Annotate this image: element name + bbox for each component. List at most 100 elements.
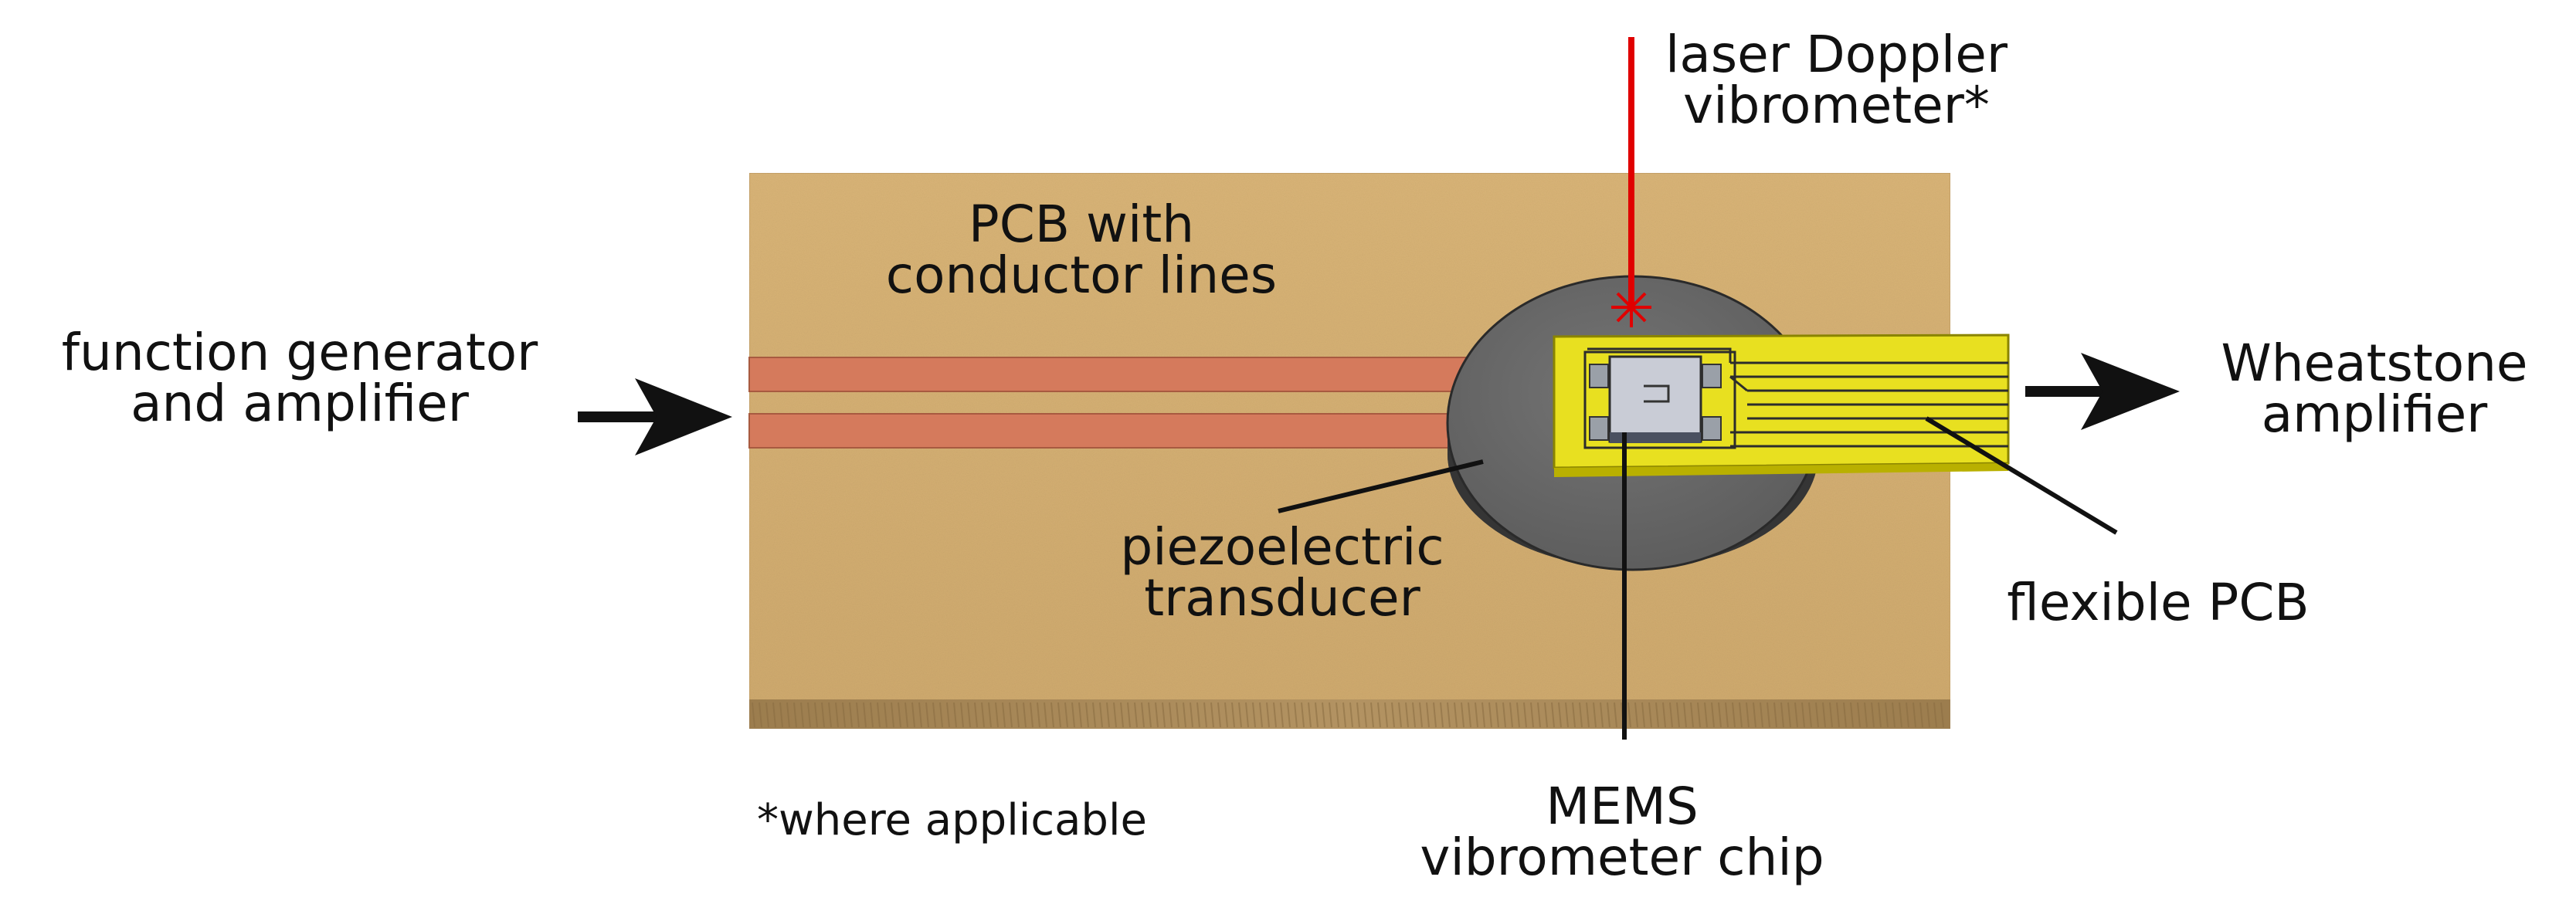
edge-striation bbox=[1030, 702, 1033, 728]
laser-label-line-1: laser Doppler bbox=[1665, 25, 2008, 84]
leader-flex-pcb bbox=[1925, 416, 2118, 535]
edge-striation bbox=[1377, 702, 1381, 728]
edge-striation bbox=[1843, 702, 1847, 728]
edge-striation bbox=[1461, 702, 1464, 728]
wheatstone-label-line-2: amplifier bbox=[2261, 384, 2488, 444]
edge-striation bbox=[1593, 702, 1597, 728]
edge-striation bbox=[981, 702, 985, 728]
edge-striation bbox=[1655, 702, 1659, 728]
edge-striation bbox=[1572, 702, 1576, 728]
edge-striation bbox=[1037, 702, 1040, 728]
edge-striation bbox=[1336, 702, 1339, 728]
edge-striation bbox=[1725, 702, 1729, 728]
edge-striation bbox=[1315, 702, 1319, 728]
pcb-label-line-2: conductor lines bbox=[885, 245, 1278, 305]
mems-chip-structure bbox=[1644, 384, 1670, 403]
edge-striation bbox=[1071, 702, 1075, 728]
edge-striation bbox=[1155, 702, 1159, 728]
edge-striation bbox=[911, 702, 915, 728]
edge-striation bbox=[1614, 702, 1617, 728]
edge-striation bbox=[946, 702, 950, 728]
edge-striation bbox=[779, 702, 783, 728]
mems-pad-top-right bbox=[1702, 364, 1722, 388]
edge-striation bbox=[1127, 702, 1131, 728]
flex-pcb-traces bbox=[1587, 347, 2008, 448]
edge-striation bbox=[856, 702, 860, 728]
edge-striation bbox=[1356, 702, 1360, 728]
leader-piezo bbox=[1278, 459, 1484, 513]
edge-striation bbox=[1537, 702, 1541, 728]
edge-striation bbox=[1113, 702, 1117, 728]
edge-striation bbox=[1919, 702, 1923, 728]
edge-striation bbox=[1475, 702, 1478, 728]
edge-striation bbox=[1252, 702, 1256, 728]
mems-vibrometer-chip bbox=[1589, 355, 1722, 443]
edge-striation bbox=[1210, 702, 1214, 728]
edge-striation bbox=[1600, 702, 1604, 728]
edge-striation bbox=[1287, 702, 1291, 728]
pcb-label: PCB with conductor lines bbox=[842, 199, 1321, 301]
edge-striation bbox=[1224, 702, 1228, 728]
edge-striation bbox=[1627, 702, 1631, 728]
edge-striation bbox=[1203, 702, 1207, 728]
edge-striation bbox=[1301, 702, 1305, 728]
mems-pad-bottom-left bbox=[1589, 416, 1609, 441]
edge-striation bbox=[1085, 702, 1089, 728]
edge-striation bbox=[1551, 702, 1555, 728]
footnote-label: *where applicable bbox=[757, 799, 1147, 842]
edge-striation bbox=[752, 702, 755, 728]
edge-striation bbox=[1238, 702, 1242, 728]
mems-pad-top-left bbox=[1589, 364, 1609, 388]
edge-striation bbox=[1440, 702, 1444, 728]
edge-striation bbox=[1023, 702, 1027, 728]
edge-striation bbox=[1141, 702, 1145, 728]
wheatstone-label-line-1: Wheatstone bbox=[2221, 334, 2528, 393]
piezoelectric-transducer-label: piezoelectric transducer bbox=[1074, 522, 1491, 624]
edge-striation bbox=[1468, 702, 1471, 728]
flexible-pcb-label: flexible PCB bbox=[1965, 577, 2351, 628]
piezo-label-line-1: piezoelectric bbox=[1120, 517, 1444, 577]
flex-pcb-pad-frame bbox=[1583, 350, 1736, 449]
edge-striation bbox=[1183, 702, 1186, 728]
edge-striation bbox=[967, 702, 971, 728]
edge-striation bbox=[1669, 702, 1673, 728]
edge-striation bbox=[1190, 702, 1193, 728]
edge-striation bbox=[1850, 702, 1854, 728]
edge-striation bbox=[1009, 702, 1013, 728]
edge-striation bbox=[1836, 702, 1840, 728]
edge-striation bbox=[1794, 702, 1798, 728]
edge-striation bbox=[1829, 702, 1833, 728]
edge-striation bbox=[1064, 702, 1068, 728]
edge-striation bbox=[918, 702, 922, 728]
mems-chip-base bbox=[1610, 432, 1701, 443]
edge-striation bbox=[1412, 702, 1416, 728]
piezo-label-line-2: transducer bbox=[1144, 568, 1420, 628]
edge-striation bbox=[1718, 702, 1722, 728]
function-generator-label-line-1: function generator bbox=[61, 323, 538, 382]
edge-striation bbox=[1266, 702, 1270, 728]
mems-label-line-1: MEMS bbox=[1546, 777, 1699, 836]
edge-striation bbox=[1634, 702, 1638, 728]
edge-striation bbox=[1558, 702, 1562, 728]
edge-striation bbox=[1676, 702, 1680, 728]
edge-striation bbox=[1509, 702, 1513, 728]
edge-striation bbox=[1294, 702, 1298, 728]
edge-striation bbox=[939, 702, 943, 728]
edge-striation bbox=[1405, 702, 1409, 728]
footnote-text: *where applicable bbox=[757, 795, 1147, 845]
output-arrow bbox=[2025, 353, 2180, 430]
mems-chip-body bbox=[1608, 355, 1702, 443]
edge-striation bbox=[891, 702, 894, 728]
edge-striation bbox=[1120, 702, 1124, 728]
edge-striation bbox=[759, 702, 762, 728]
edge-striation bbox=[1760, 702, 1763, 728]
edge-striation bbox=[925, 702, 929, 728]
edge-striation bbox=[1801, 702, 1805, 728]
edge-striation bbox=[1739, 702, 1743, 728]
edge-striation bbox=[1280, 702, 1284, 728]
edge-striation bbox=[1502, 702, 1506, 728]
edge-striation bbox=[1196, 702, 1200, 728]
edge-striation bbox=[974, 702, 978, 728]
edge-striation bbox=[1565, 702, 1569, 728]
edge-striation bbox=[1933, 702, 1937, 728]
